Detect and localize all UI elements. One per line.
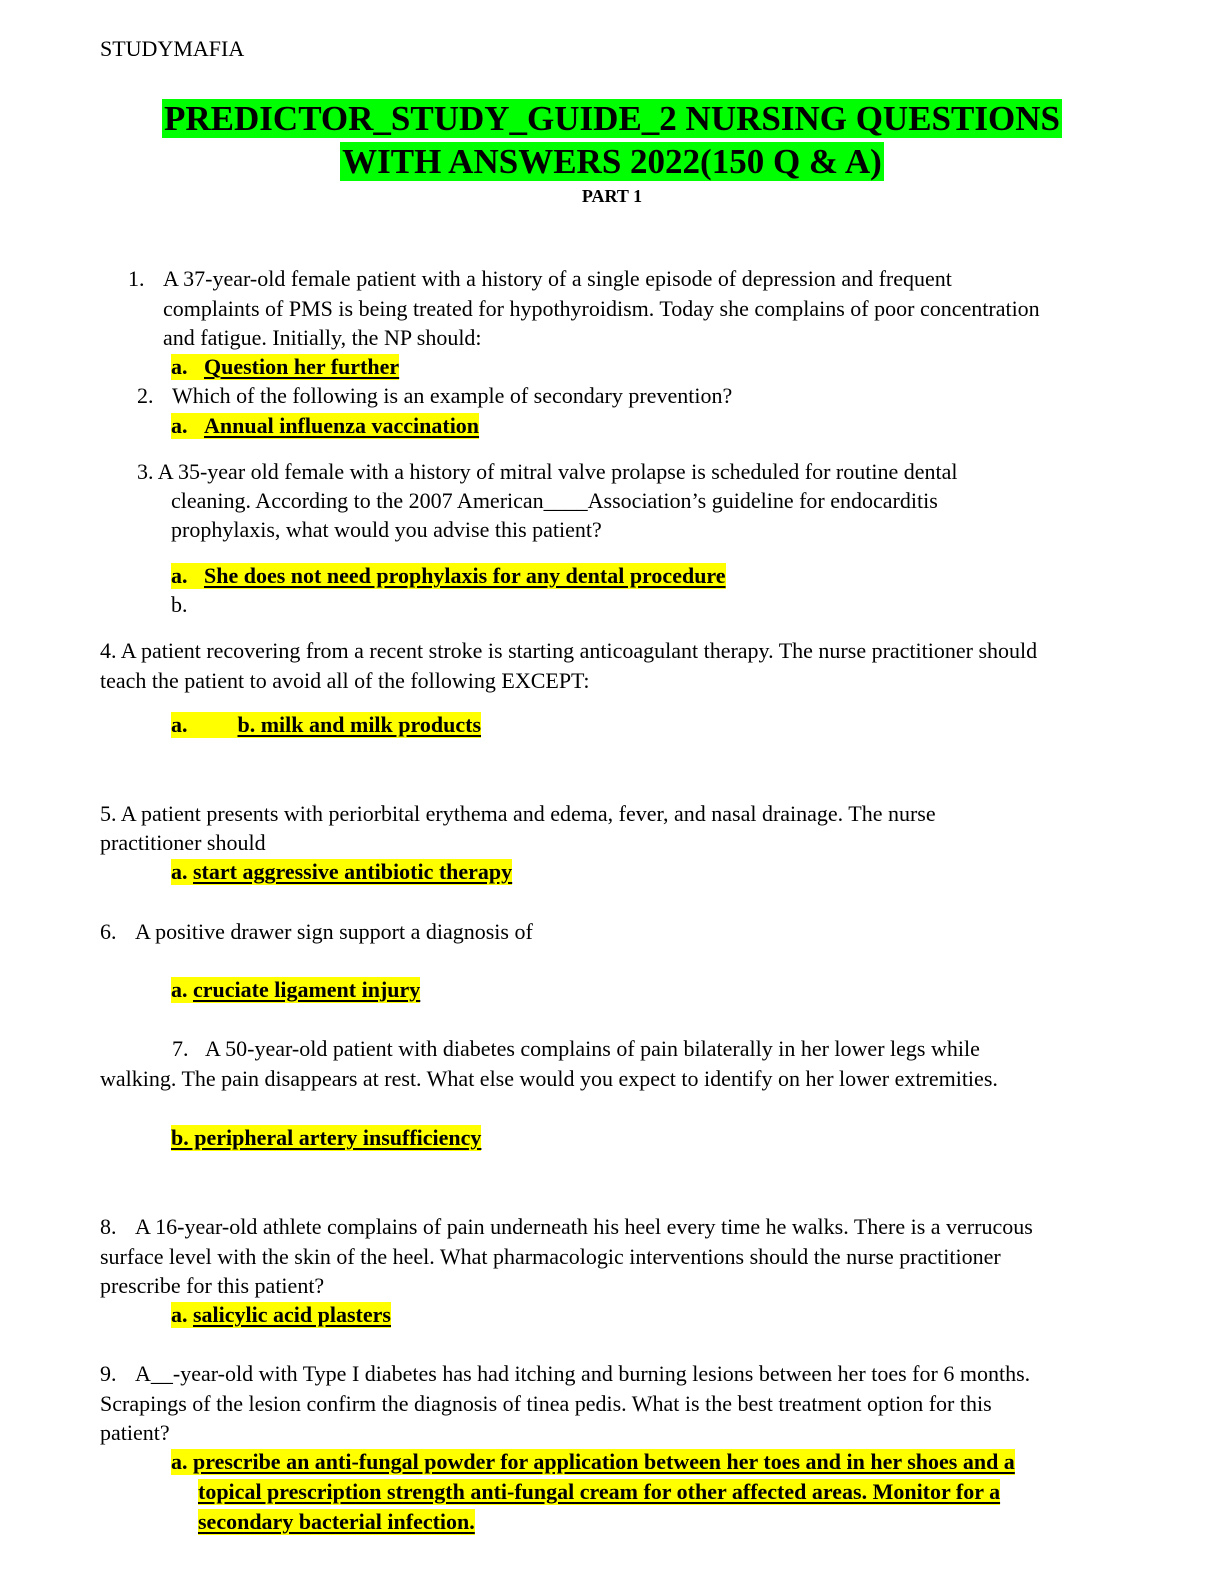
answer: a. salicylic acid plasters <box>171 1302 391 1328</box>
option-b-label: b. <box>171 592 188 617</box>
question-text: practitioner should <box>100 830 266 855</box>
answer: a. Annual influenza vaccination <box>171 413 480 439</box>
question-text: teach the patient to avoid all of the fo… <box>100 668 590 693</box>
answer-text: Annual influenza vaccination <box>204 413 480 438</box>
question-text: 4. A patient recovering from a recent st… <box>100 638 1038 663</box>
answer: a. Question her further <box>171 354 400 380</box>
title-text: WITH ANSWERS 2022(150 Q & A) <box>340 142 884 181</box>
answer-text: secondary bacterial infection. <box>198 1509 475 1534</box>
title-line-2: WITH ANSWERS 2022(150 Q & A) <box>0 141 1224 183</box>
answer-text: topical prescription strength anti-funga… <box>198 1479 1001 1504</box>
question-text: Which of the following is an example of … <box>172 383 733 408</box>
question-text: prescribe for this patient? <box>100 1273 325 1298</box>
part-label: PART 1 <box>581 186 643 206</box>
answer-text: start aggressive antibiotic therapy <box>193 859 513 884</box>
question-text: and fatigue. Initially, the NP should: <box>163 325 482 350</box>
question-number: 8. <box>100 1214 117 1239</box>
answer-label: a. <box>171 354 188 379</box>
answer-continued: secondary bacterial infection. <box>198 1509 475 1535</box>
answer: a. She does not need prophylaxis for any… <box>171 563 726 589</box>
answer-label: a. <box>171 1449 188 1474</box>
answer-label: a. <box>171 859 188 884</box>
document-header: STUDYMAFIA <box>100 36 245 61</box>
question-text: Scrapings of the lesion confirm the diag… <box>100 1391 992 1416</box>
question-text: cleaning. According to the 2007 American… <box>171 488 938 513</box>
answer-label: a. <box>171 712 188 737</box>
question-text: A__-year-old with Type I diabetes has ha… <box>135 1361 1031 1386</box>
question-text: walking. The pain disappears at rest. Wh… <box>100 1066 998 1091</box>
answer: a. b. milk and milk products <box>171 712 482 738</box>
question-text: prophylaxis, what would you advise this … <box>171 517 602 542</box>
answer-label: a. <box>171 413 188 438</box>
answer-label: a. <box>171 563 188 588</box>
answer-text: cruciate ligament injury <box>193 977 421 1002</box>
question-text: complaints of PMS is being treated for h… <box>163 296 1040 321</box>
answer-text: b. milk and milk products <box>237 712 482 737</box>
question-number: 7. <box>172 1036 189 1061</box>
question-text: A 16-year-old athlete complains of pain … <box>135 1214 1033 1239</box>
answer: a. start aggressive antibiotic therapy <box>171 859 513 885</box>
title-text: PREDICTOR_STUDY_GUIDE_2 NURSING QUESTION… <box>162 99 1062 138</box>
question-text: A positive drawer sign support a diagnos… <box>135 919 533 944</box>
question-number: 2. <box>137 383 154 408</box>
question-number: 6. <box>100 919 117 944</box>
question-text: patient? <box>100 1420 170 1445</box>
answer-continued: topical prescription strength anti-funga… <box>198 1479 1001 1505</box>
answer-text: b. peripheral artery insufficiency <box>171 1125 482 1150</box>
answer-text: prescribe an anti-fungal powder for appl… <box>193 1449 1015 1474</box>
answer: a. prescribe an anti-fungal powder for a… <box>171 1449 1015 1475</box>
title-line-1: PREDICTOR_STUDY_GUIDE_2 NURSING QUESTION… <box>0 98 1224 140</box>
answer-label: a. <box>171 977 188 1002</box>
question-number: 1. <box>128 266 145 291</box>
question-text: A 37-year-old female patient with a hist… <box>163 266 952 291</box>
answer-text: salicylic acid plasters <box>193 1302 391 1327</box>
question-text: surface level with the skin of the heel.… <box>100 1244 1001 1269</box>
question-text: 3. A 35-year old female with a history o… <box>137 459 958 484</box>
question-number: 9. <box>100 1361 117 1386</box>
question-text: 5. A patient presents with periorbital e… <box>100 801 936 826</box>
answer: a. cruciate ligament injury <box>171 977 421 1003</box>
answer: b. peripheral artery insufficiency <box>171 1125 482 1151</box>
answer-label: a. <box>171 1302 188 1327</box>
question-text: A 50-year-old patient with diabetes comp… <box>205 1036 980 1061</box>
answer-text: Question her further <box>204 354 400 379</box>
answer-text: She does not need prophylaxis for any de… <box>204 563 726 588</box>
